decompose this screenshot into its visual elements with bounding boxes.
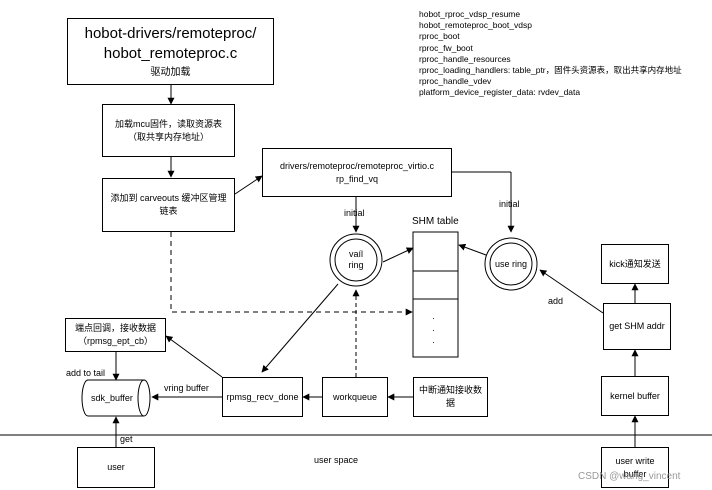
initial-label-left: initial [344,208,365,218]
remoteproc-virtio-box: drivers/remoteproc/remoteproc_virtio.c r… [262,148,452,197]
workqueue-box: workqueue [322,377,388,417]
load-mcu-firmware-box: 加载mcu固件，读取资源表（取共享内存地址） [102,104,235,157]
user-write-buffer-text: user write buffer [615,455,655,479]
add-carveouts-text: 添加到 carveouts 缓冲区管理链表 [110,193,227,216]
note-line: rproc_handle_vdev [419,76,492,87]
note-line: rproc_handle_resources [419,53,511,64]
driver-load-box: hobot-drivers/remoteproc/ hobot_remotepr… [67,18,274,85]
user-ring-label: use ring [494,259,528,269]
kernel-buffer-box: kernel buffer [601,376,669,416]
arrow-getshm-to-userring [539,269,604,314]
get-shm-addr-box: get SHM addr [603,303,671,350]
interrupt-notify-box: 中断通知接收数据 [413,377,488,417]
user-box: user [77,447,155,488]
vring-label: vaíl ring [348,249,364,270]
endpoint-callback-text: 端点回调，接收数据 （rpmsg_ept_cb） [74,323,156,346]
initial-label-right: initial [499,199,520,209]
workqueue-text: workqueue [332,391,378,402]
arrow-recv-to-endpoint [165,335,223,378]
arrow-vring-to-recv [261,283,339,373]
interrupt-notify-text: 中断通知接收数据 [418,385,482,408]
driver-path-line2: hobot_remoteproc.c [103,44,238,62]
add-carveouts-box: 添加到 carveouts 缓冲区管理链表 [102,178,235,232]
get-shm-addr-text: get SHM addr [609,321,665,331]
user-write-buffer-box: user write buffer [601,447,669,488]
note-line: rproc_loading_handlers: table_ptr，固件头资源表… [419,65,682,76]
vring-buffer-label: vring buffer [164,383,209,393]
user-space-label: user space [314,455,359,465]
shm-table-label: SHM table [412,216,459,227]
note-line: platform_device_register_data: rvdev_dat… [419,87,581,98]
userring-inner [489,242,533,286]
driver-path-line1: hobot-drivers/remoteproc/ [84,24,257,42]
endpoint-callback-box: 端点回调，接收数据 （rpmsg_ept_cb） [65,318,166,352]
shm-table [412,231,459,358]
kick-notify-box: kick通知发送 [601,244,669,284]
csdn-watermark: CSDN @wang_vincent [578,471,681,482]
load-mcu-text: 加载mcu固件，读取资源表（取共享内存地址） [114,118,222,142]
note-line: rproc_fw_boot [419,42,473,53]
sdk-buffer-label: sdk_buffer [91,393,133,403]
add-label: add [548,296,564,306]
rpmsg-recv-done-box: rpmsg_recv_done [222,377,303,417]
vring-inner [334,238,378,282]
arrow-userring-to-shm [458,243,487,256]
add-to-tail-label: add to tail [66,368,106,378]
user-text: user [107,462,125,472]
kernel-buffer-text: kernel buffer [610,390,660,401]
kick-notify-text: kick通知发送 [609,258,661,269]
shm-table-ellipsis: · · · [432,313,435,347]
note-line: hobot_rproc_vdsp_resume [419,9,521,19]
driver-load-caption: 驱动加载 [150,66,191,78]
call-chain-notes: hobot_rproc_vdsp_resume hobot_remoteproc… [419,9,682,99]
arrow-vring-to-shm [382,247,414,263]
arrow-add-to-virtio [234,175,263,195]
virtio-text: drivers/remoteproc/remoteproc_virtio.c r… [279,160,435,184]
rpmsg-recv-done-text: rpmsg_recv_done [226,391,299,402]
note-line: hobot_remoteproc_boot_vdsp [419,20,532,31]
get-label: get [120,434,133,444]
note-line: rproc_boot [419,31,460,42]
